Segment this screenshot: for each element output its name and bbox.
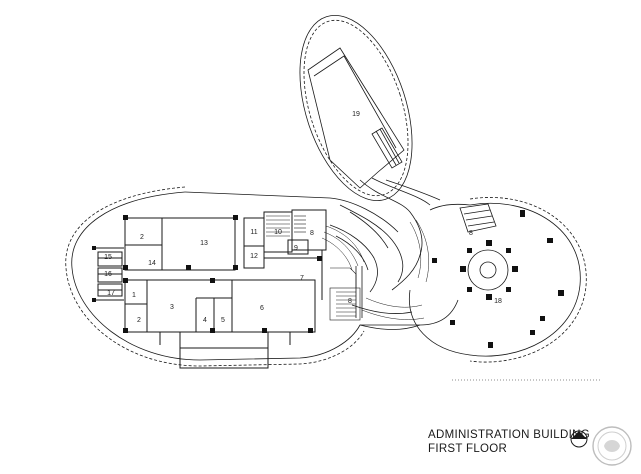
room-label-11: 11 [250, 229, 257, 236]
room-label-14: 14 [148, 260, 156, 267]
stairs [266, 215, 361, 321]
room-label-13: 13 [200, 240, 208, 247]
room-label-17: 17 [107, 290, 115, 297]
landscape-contours [321, 219, 429, 320]
lower-connector [351, 266, 421, 330]
room-label-4: 4 [203, 317, 207, 324]
room-label-2-upper: 2 [140, 234, 144, 241]
room-label-7: 7 [300, 275, 304, 282]
drawing-title: ADMINISTRATION BUILDING [428, 429, 590, 441]
room-label-15: 15 [104, 254, 112, 261]
room-label-8-stair: 8 [310, 230, 314, 237]
room-label-16: 16 [104, 271, 112, 278]
drawing-subtitle: FIRST FLOOR [428, 443, 508, 455]
room-labels: 1 2 2 3 4 5 6 7 8 8 8 9 10 11 12 13 14 1… [104, 111, 502, 324]
main-oval-outline [65, 186, 459, 367]
room-label-6: 6 [260, 305, 264, 312]
structural-columns [92, 210, 564, 348]
room-label-5: 5 [221, 317, 225, 324]
room-label-19: 19 [352, 111, 360, 118]
room-label-8-pavilion: 8 [469, 230, 473, 237]
watermark-stamp-icon [592, 426, 632, 466]
upper-oval-outline [299, 15, 413, 201]
room-label-18: 18 [494, 298, 502, 305]
north-arrow-icon [570, 430, 588, 448]
round-pavilion-outline [408, 197, 587, 363]
room-label-2-lower: 2 [137, 317, 141, 324]
room-label-8-lower: 8 [348, 298, 352, 305]
room-label-10: 10 [274, 229, 282, 236]
interior-walls [94, 209, 327, 369]
room-label-12: 12 [250, 253, 258, 260]
room-label-9: 9 [294, 245, 298, 252]
drawing-title-block: ADMINISTRATION BUILDING FIRST FLOOR [428, 428, 590, 456]
room-label-3: 3 [170, 304, 174, 311]
room-label-1: 1 [132, 292, 136, 299]
neck-connector [329, 177, 441, 293]
